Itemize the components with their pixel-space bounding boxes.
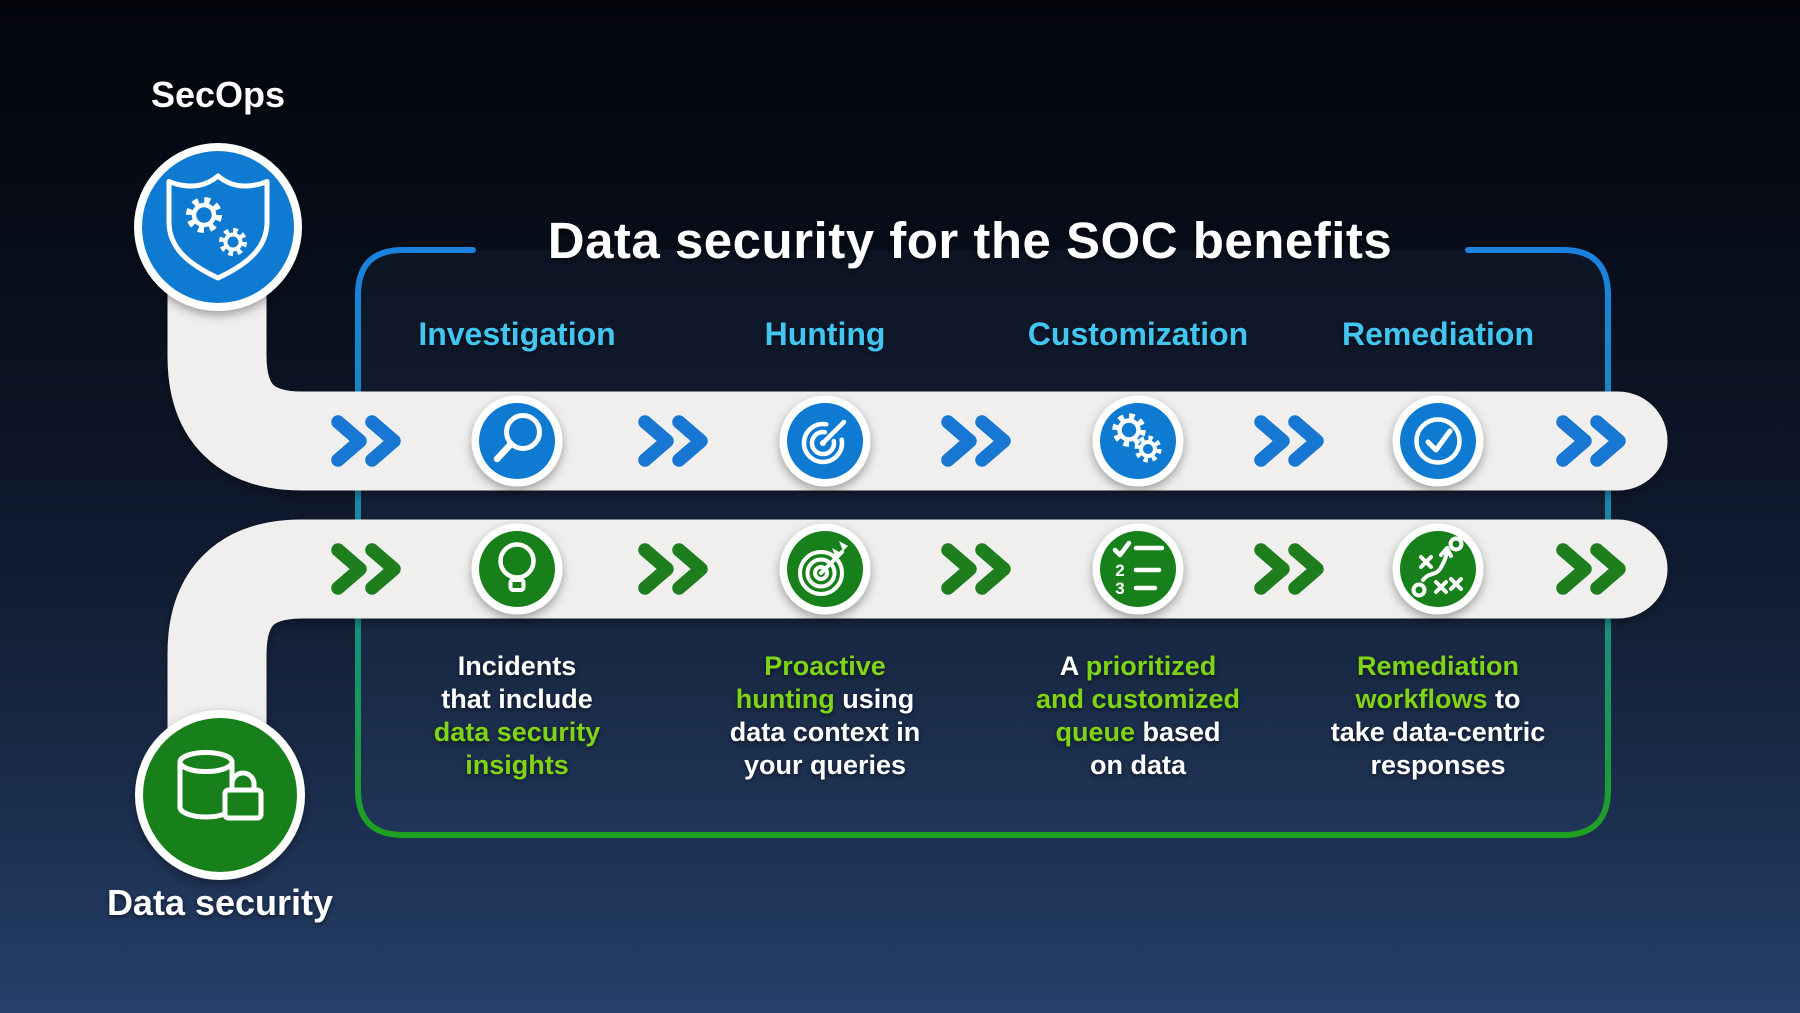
highlighted-text: Remediation [1356, 651, 1520, 681]
secops-label: SecOps [150, 74, 286, 115]
node-circle [142, 151, 294, 303]
description-line: that include [352, 683, 682, 716]
plain-text: to [1487, 684, 1521, 714]
secops-node [134, 143, 302, 311]
svg-text:2: 2 [1115, 561, 1124, 580]
highlighted-text: queue [1055, 717, 1135, 747]
description-line: and customized [973, 683, 1303, 716]
plain-text: A [1059, 651, 1086, 681]
lightbulb-icon [498, 542, 536, 592]
highlighted-text: hunting [735, 684, 835, 714]
description-line: queue based [973, 716, 1303, 749]
description-line: data security [352, 716, 682, 749]
plain-text: your queries [743, 750, 907, 780]
description-line: workflows to [1273, 683, 1603, 716]
highlighted-text: Proactive [764, 651, 886, 681]
benefits-frame-border [355, 247, 1611, 838]
gears-icon [1112, 413, 1162, 463]
shield-gears-icon [166, 173, 270, 281]
description-line: on data [973, 749, 1303, 782]
database-lock-icon [177, 750, 264, 821]
data-security-label: Data security [106, 882, 334, 923]
column-header-hunting: Hunting [764, 316, 886, 352]
description-line: Remediation [1273, 650, 1603, 683]
description-line: data context in [660, 716, 990, 749]
data-security-node [135, 710, 305, 880]
plain-text: Incidents [457, 651, 577, 681]
description-line: A prioritized [973, 650, 1303, 683]
highlighted-text: insights [465, 750, 569, 780]
description-line: Incidents [352, 650, 682, 683]
svg-text:3: 3 [1115, 579, 1124, 598]
description-line: Proactive [660, 650, 990, 683]
description-line: take data-centric [1273, 716, 1603, 749]
step-circle [1400, 403, 1476, 479]
highlighted-text: and customized [1035, 684, 1241, 714]
strategy-playbook-icon [1411, 536, 1464, 598]
plain-text: data context in [729, 717, 921, 747]
description-line: hunting using [660, 683, 990, 716]
description-line: responses [1273, 749, 1603, 782]
prioritized-list-icon: 2 3 [1112, 540, 1165, 598]
plain-text: based [1134, 717, 1221, 747]
column-header-investigation: Investigation [418, 316, 616, 352]
plain-text: on data [1089, 750, 1186, 780]
description-line: insights [352, 749, 682, 782]
column-header-remediation: Remediation [1341, 316, 1535, 352]
check-circle-icon [1414, 417, 1462, 465]
page-title: Data security for the SOC benefits [547, 212, 1393, 269]
plain-text: using [834, 684, 915, 714]
data-security-pipe [167, 519, 1668, 843]
plain-text: that include [441, 684, 593, 714]
node-circle [143, 718, 297, 872]
column-header-customization: Customization [1027, 316, 1249, 352]
plain-text: take data-centric [1330, 717, 1546, 747]
highlighted-text: data security [433, 717, 601, 747]
pipes [167, 182, 1668, 843]
plain-text: responses [1370, 750, 1506, 780]
bullseye-dart-icon [798, 541, 848, 596]
description-line: your queries [660, 749, 990, 782]
top-step-circles [471, 395, 1484, 487]
secops-pipe [167, 182, 1668, 491]
radar-target-icon [801, 419, 847, 465]
magnifier-icon [493, 413, 542, 463]
step-circle [479, 531, 555, 607]
highlighted-text: prioritized [1085, 651, 1217, 681]
highlighted-text: workflows [1355, 684, 1488, 714]
